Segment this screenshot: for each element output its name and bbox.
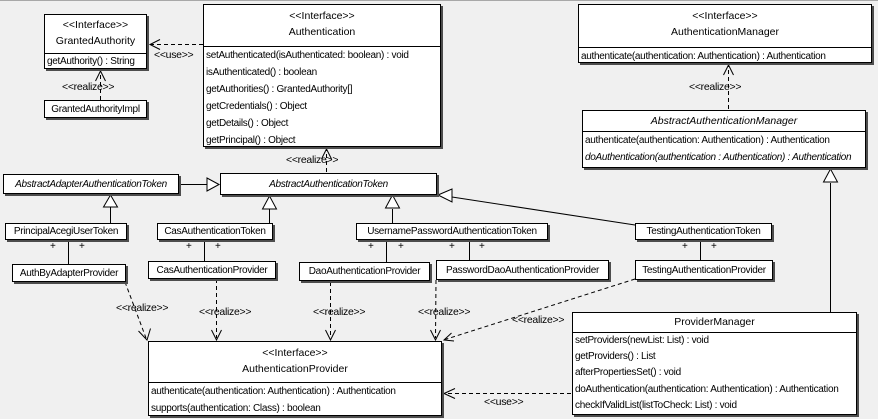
realize-testing-provider-to-authentication-provider (442, 278, 636, 342)
class-authentication[interactable]: <<Interface>> Authentication setAuthenti… (203, 4, 441, 147)
generalization-testing-token-to-abstract-token (436, 188, 636, 226)
class-name: UsernamePasswordAuthenticationToken (367, 226, 537, 237)
class-name: Authentication (288, 26, 356, 38)
realize-dao-provider-to-authentication-provider (325, 282, 336, 342)
class-name: CasAuthenticationToken (164, 226, 266, 237)
method: authenticate(authentication: Authenticat… (585, 135, 830, 146)
class-name: CasAuthenticationProvider (156, 264, 268, 276)
class-name: GrantedAuthority (55, 35, 136, 47)
stereotype: <<Interface>> (692, 10, 758, 22)
stereotype: <<Interface>> (262, 347, 328, 359)
method: getPrincipal() : Object (206, 135, 296, 146)
visibility-marker: + (79, 241, 85, 252)
class-name: PrincipalAcegiUserToken (13, 226, 119, 237)
generalization-provider-manager-to-abstract-manager (822, 167, 839, 312)
class-name: AbstractAuthenticationToken (269, 178, 388, 190)
visibility-marker: + (398, 241, 404, 252)
stereotype: <<Interface>> (289, 10, 355, 22)
edge-label-realize: <<realize>> (62, 81, 115, 93)
realize-cas-provider-to-authentication-provider (211, 279, 222, 342)
generalization-cas-token-to-abstract-token (261, 194, 278, 223)
class-name: AbstractAdapterAuthenticationToken (15, 178, 167, 190)
class-auth-by-adapter-provider[interactable]: AuthByAdapterProvider (12, 264, 126, 282)
edge-label-realize: <<realize>> (199, 306, 252, 318)
class-name: GrantedAuthorityImpl (51, 103, 140, 115)
visibility-marker: + (368, 241, 374, 252)
generalization-abstract-adapter-to-abstract-token (179, 177, 221, 192)
use-provider-manager-to-authentication-provider (442, 388, 571, 399)
realize-passworddao-provider-to-authentication-provider (430, 279, 441, 342)
method: doAuthentication(authentication : Authen… (585, 152, 852, 163)
method: getCredentials() : Object (206, 101, 307, 112)
edge-label-realize: <<realize>> (286, 154, 339, 166)
method: checkIfValidList(listToCheck: List) : vo… (575, 399, 737, 411)
visibility-marker: + (682, 241, 688, 252)
edge-label-realize: <<realize>> (689, 81, 742, 93)
class-name: DaoAuthenticationProvider (308, 266, 421, 277)
method: setAuthenticated(isAuthenticated: boolea… (206, 50, 409, 61)
class-name: TestingAuthenticationToken (646, 226, 761, 237)
stereotype: <<Interface>> (62, 19, 129, 31)
class-name: AbstractAuthenticationManager (650, 115, 798, 127)
edge-label-realize: <<realize>> (313, 306, 366, 318)
class-name: ProviderManager (674, 316, 755, 328)
class-provider-manager[interactable]: ProviderManager setProviders(newList: Li… (572, 312, 857, 415)
class-cas-authentication-provider[interactable]: CasAuthenticationProvider (148, 261, 276, 279)
visibility-marker: + (186, 241, 192, 252)
class-username-password-authentication-token[interactable]: UsernamePasswordAuthenticationToken (356, 223, 548, 240)
realize-authbyadapter-to-authentication-provider (124, 281, 151, 341)
visibility-marker: + (449, 241, 455, 252)
realize-granted-authority-impl (95, 69, 106, 100)
class-abstract-authentication-token[interactable]: AbstractAuthenticationToken (220, 173, 437, 195)
class-name: PasswordDaoAuthenticationProvider (446, 264, 599, 276)
class-cas-authentication-token[interactable]: CasAuthenticationToken (157, 223, 273, 240)
class-password-dao-authentication-provider[interactable]: PasswordDaoAuthenticationProvider (436, 260, 609, 280)
edge-label-realize: <<realize>> (116, 302, 169, 314)
edge-label-realize: <<realize>> (418, 306, 471, 318)
method: afterPropertiesSet() : void (575, 367, 681, 379)
class-name: AuthenticationProvider (242, 363, 348, 375)
visibility-marker: + (50, 241, 56, 252)
method: authenticate(authentication: Authenticat… (581, 51, 826, 62)
method: setProviders(newList: List) : void (575, 335, 709, 346)
class-abstract-authentication-manager[interactable]: AbstractAuthenticationManager authentica… (582, 110, 866, 168)
class-authentication-manager[interactable]: <<Interface>> AuthenticationManager auth… (578, 4, 872, 63)
edge-label-realize: <<realize>> (512, 314, 565, 326)
visibility-marker: + (479, 241, 485, 252)
class-granted-authority[interactable]: <<Interface>> GrantedAuthority getAuthor… (44, 14, 147, 69)
visibility-marker: + (711, 241, 717, 252)
edge-label-use: <<use>> (484, 396, 524, 408)
class-granted-authority-impl[interactable]: GrantedAuthorityImpl (44, 100, 147, 118)
class-name: TestingAuthenticationProvider (642, 264, 766, 276)
method: supports(authentication: Class) : boolea… (151, 403, 321, 414)
realize-abstract-manager-to-authentication-manager (723, 63, 734, 109)
realize-abstract-token-to-authentication (321, 147, 332, 172)
method: getAuthorities() : GrantedAuthority[] (206, 84, 353, 95)
class-testing-authentication-provider[interactable]: TestingAuthenticationProvider (635, 260, 773, 280)
use-authentication-to-granted-authority (148, 39, 203, 50)
generalization-principal-to-abstract-adapter-token (102, 194, 119, 223)
method: isAuthenticated() : boolean (206, 67, 317, 78)
class-name: AuthenticationManager (671, 26, 779, 38)
method: getAuthority() : String (47, 56, 135, 67)
method: getDetails() : Object (206, 118, 289, 129)
class-name: AuthByAdapterProvider (19, 267, 119, 279)
class-abstract-adapter-authentication-token[interactable]: AbstractAdapterAuthenticationToken (3, 174, 179, 194)
class-dao-authentication-provider[interactable]: DaoAuthenticationProvider (299, 262, 430, 281)
method: authenticate(authentication: Authenticat… (151, 386, 396, 397)
method: getProviders() : List (575, 351, 656, 363)
edge-label-use: <<use>> (154, 49, 194, 61)
method: doAuthentication(authentication: Authent… (575, 383, 839, 395)
class-testing-authentication-token[interactable]: TestingAuthenticationToken (635, 223, 772, 240)
class-principal-acegi-user-token[interactable]: PrincipalAcegiUserToken (5, 223, 127, 240)
generalization-username-token-to-abstract-token (384, 193, 401, 223)
visibility-marker: + (215, 241, 221, 252)
class-authentication-provider[interactable]: <<Interface>> AuthenticationProvider aut… (148, 341, 442, 416)
